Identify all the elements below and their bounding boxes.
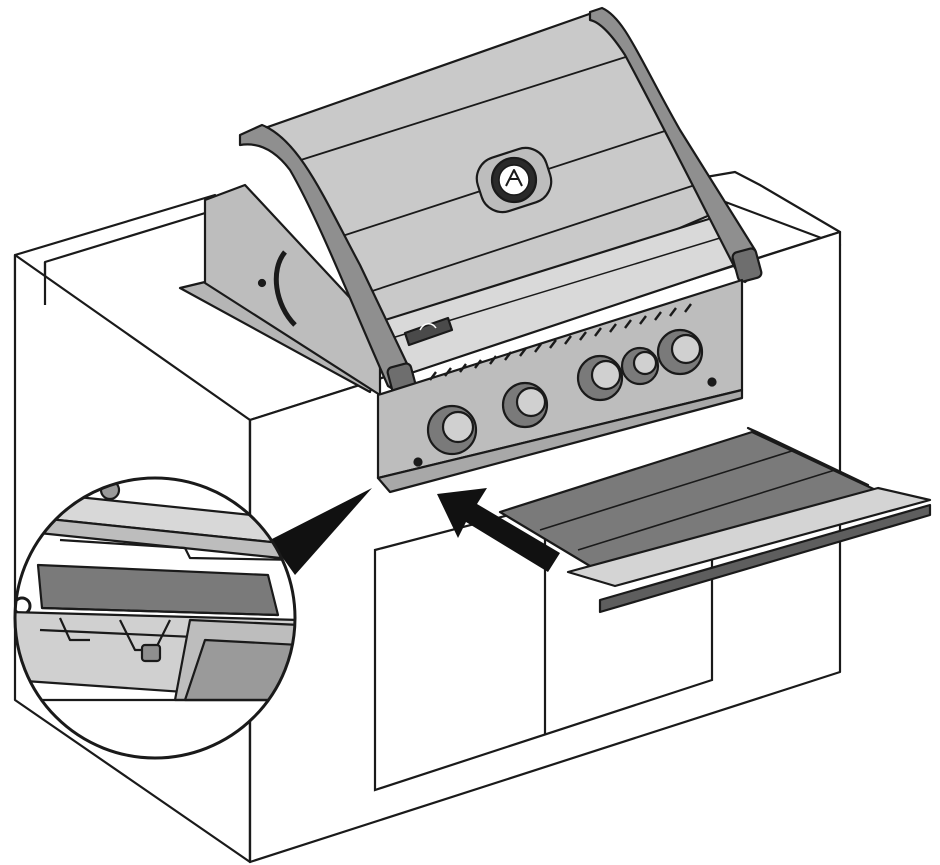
control-knob — [656, 328, 704, 376]
drip-tray — [498, 426, 932, 614]
grill-head — [178, 6, 763, 494]
control-knob — [576, 354, 624, 402]
control-panel-lip — [376, 388, 744, 494]
lid-right-endcap — [588, 6, 762, 284]
control-knob — [426, 404, 478, 456]
tray-handle — [598, 503, 932, 614]
side-handle — [273, 250, 297, 327]
grill-lid-logo-icon — [475, 146, 553, 214]
side-rivet — [257, 278, 267, 288]
inset-border — [13, 476, 297, 760]
lid-left-endcap — [238, 123, 412, 394]
control-knob — [501, 381, 549, 429]
vent-slots — [429, 303, 692, 381]
detail-callout-pointer — [270, 488, 372, 575]
tray-front-lip — [566, 486, 932, 588]
detail-inset — [13, 476, 297, 760]
brand-badge-icon — [403, 316, 454, 347]
control-knob — [620, 346, 660, 386]
insertion-arrow-icon — [437, 488, 560, 572]
